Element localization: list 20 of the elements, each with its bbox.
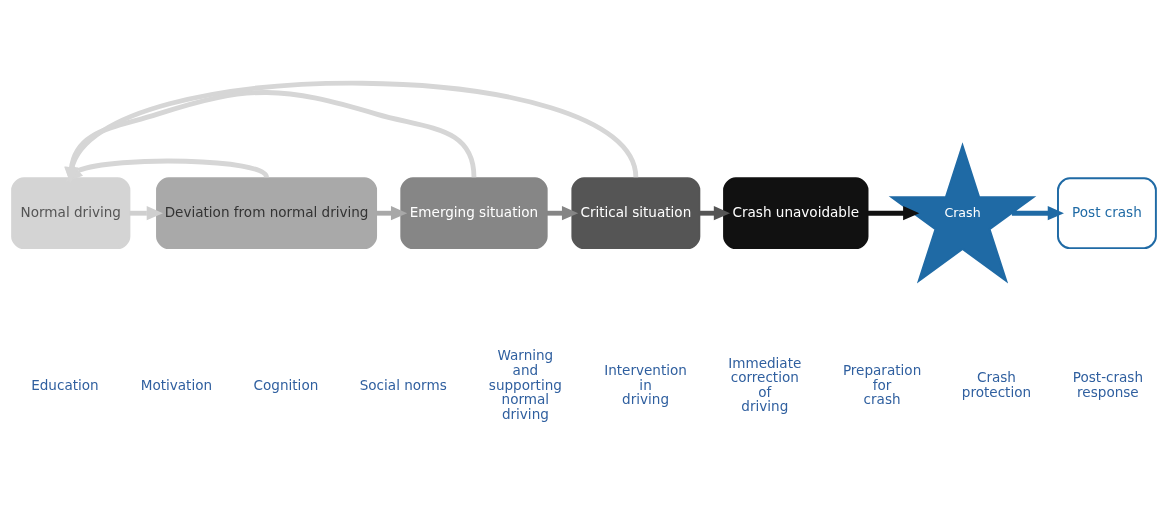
- arrow: [129, 206, 163, 221]
- label: Education: [31, 376, 99, 393]
- label: Post-crash response: [1072, 369, 1144, 400]
- label: Cognition: [253, 376, 319, 393]
- arrow: [867, 206, 920, 221]
- node-box: Crash unavoidable: [723, 177, 869, 250]
- label: Warning and supporting normal driving: [488, 347, 562, 422]
- label: Social norms: [359, 376, 447, 393]
- node-box: Emerging situation: [400, 177, 548, 250]
- label: Crash protection: [961, 369, 1032, 400]
- label: Intervention in driving: [604, 362, 687, 408]
- label: Motivation: [140, 376, 213, 393]
- label: Preparation for crash: [842, 362, 922, 408]
- node-box: Normal driving: [11, 177, 131, 250]
- label: Immediate correction of driving: [728, 354, 802, 415]
- arrow: [376, 206, 408, 221]
- node-box: Critical situation: [571, 177, 701, 250]
- node-box: Post crash: [1057, 177, 1157, 250]
- node-box: Deviation from normal driving: [156, 177, 378, 250]
- arrow: [1011, 206, 1064, 221]
